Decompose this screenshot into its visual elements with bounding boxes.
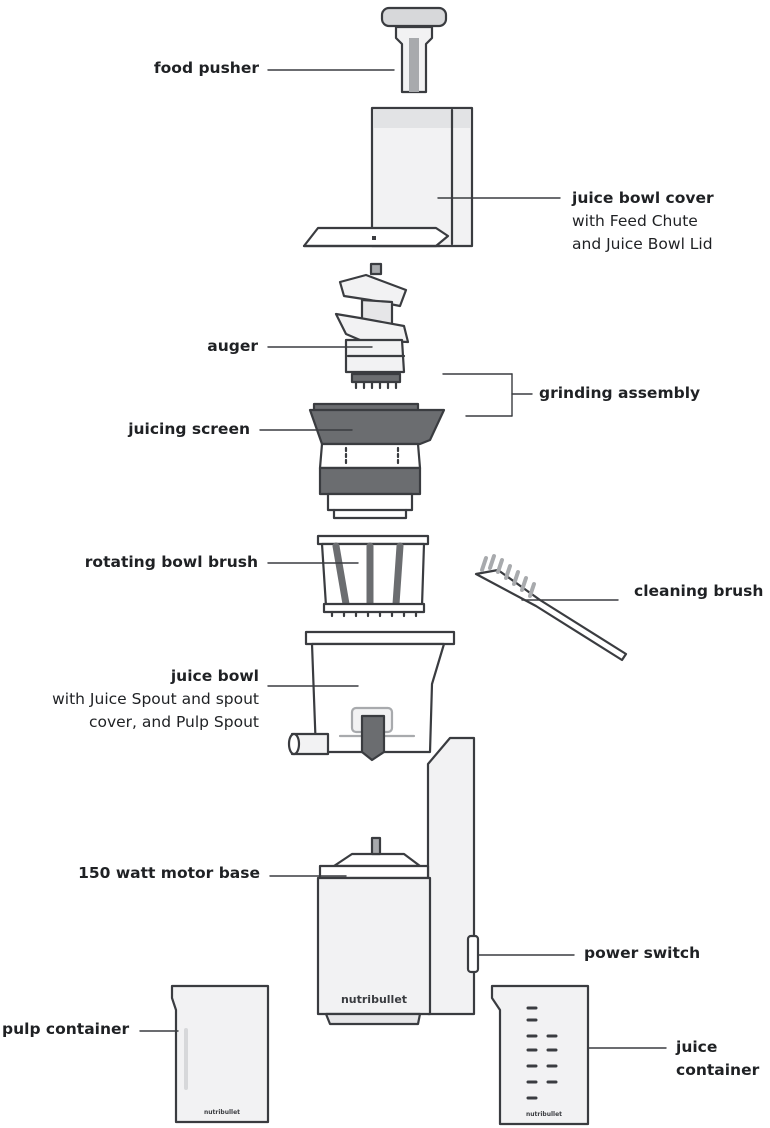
juice-bowl-title: juice bowl [170,667,259,685]
juice-brand-mark: nutribullet [526,1111,562,1118]
label-motor-base: 150 watt motor base [78,862,260,885]
grinding-assembly-title: grinding assembly [539,384,701,402]
juice-bowl-cover-sub1: with Feed Chute [572,212,698,230]
juice-container-title: juice [676,1038,718,1056]
juicing-screen-part [308,402,446,520]
juice-bowl-sub1: with Juice Spout and spout [52,690,259,708]
juice-bowl-part [287,630,456,762]
label-grinding-assembly: grinding assembly [539,382,700,405]
label-juice-container: juice container [676,1036,759,1082]
label-food-pusher: food pusher [154,57,259,80]
juice-bowl-cover-title: juice bowl cover [572,189,714,207]
label-rotating-bowl-brush: rotating bowl brush [85,551,258,574]
juice-container-part [490,984,590,1126]
motor-base-title: 150 watt motor base [78,864,260,882]
juicing-screen-title: juicing screen [128,420,250,438]
label-juice-bowl: juice bowl with Juice Spout and spout co… [52,665,259,734]
pulp-container-title: pulp container [2,1020,130,1038]
food-pusher-part [380,6,448,94]
label-power-switch: power switch [584,942,700,965]
pulp-container-part [170,984,270,1124]
cleaning-brush-title: cleaning brush [634,582,764,600]
pulp-brand-mark: nutribullet [204,1109,240,1116]
juice-bowl-cover-sub2: and Juice Bowl Lid [572,235,713,253]
label-pulp-container: pulp container [2,1018,129,1041]
motor-brand-mark: nutribullet [341,993,407,1006]
auger-title: auger [207,337,258,355]
auger-part [334,262,410,390]
label-cleaning-brush: cleaning brush [634,580,763,603]
label-juicing-screen: juicing screen [128,418,250,441]
juice-container-title2: container [676,1061,760,1079]
power-switch-title: power switch [584,944,701,962]
leader-lines [139,69,667,1049]
label-auger: auger [207,335,258,358]
food-pusher-title: food pusher [153,59,259,77]
motor-base-part [316,736,480,1026]
label-juice-bowl-cover: juice bowl cover with Feed Chute and Jui… [572,187,714,256]
juice-bowl-sub2: cover, and Pulp Spout [88,713,259,731]
cleaning-brush-part [474,554,628,662]
rotating-bowl-brush-part [316,534,430,618]
grinding-assembly-bracket [442,373,533,417]
rotating-bowl-brush-title: rotating bowl brush [84,553,258,571]
juice-bowl-cover-part [302,106,474,248]
